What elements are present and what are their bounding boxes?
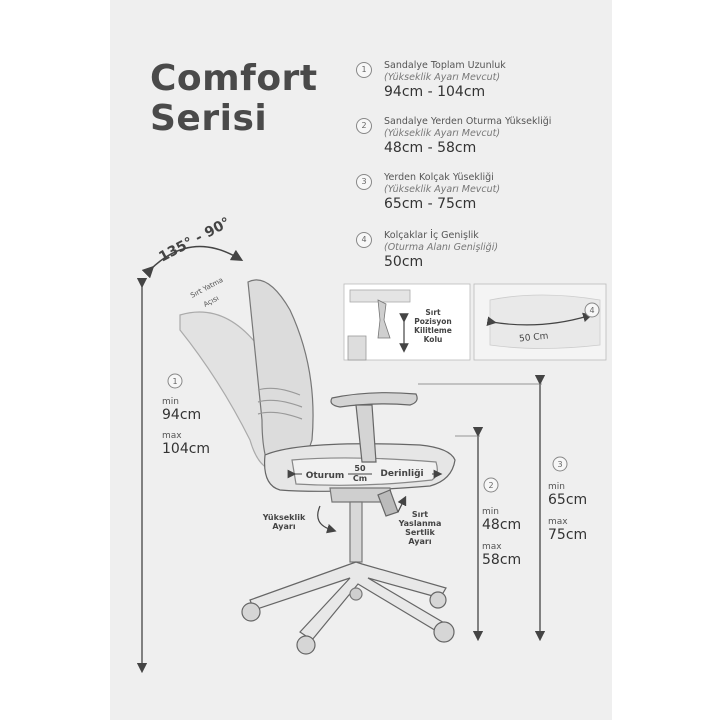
seat-label-oturum: Oturum	[306, 471, 345, 481]
number-circle	[167, 373, 183, 389]
dim-3-min-label: min	[548, 482, 565, 492]
dim-2-min-label: min	[482, 507, 499, 517]
dim-2-max: 58cm	[482, 552, 521, 568]
spec-value: 50cm	[384, 254, 424, 270]
svg-text:Kilitleme: Kilitleme	[414, 326, 452, 335]
height-adjust-label-2: Ayarı	[272, 522, 295, 531]
spec-value: 65cm - 75cm	[384, 196, 477, 212]
number-circle	[483, 477, 499, 493]
dim-1-num: 1	[172, 377, 177, 386]
spec-value: 94cm - 104cm	[384, 84, 486, 100]
dim-2-num: 2	[488, 481, 493, 490]
tension-label-2: Yaslanma	[398, 519, 442, 528]
dim-3-max: 75cm	[548, 527, 587, 543]
number-circle: 4	[356, 232, 372, 248]
svg-text:4: 4	[589, 306, 594, 315]
number-circle: 1	[356, 62, 372, 78]
recline-label-1: Sırt Yatma	[189, 276, 224, 300]
recline-label-2: Açısı	[202, 294, 220, 309]
spec-value: 48cm - 58cm	[384, 140, 477, 156]
height-adjust-label-1: Yükseklik	[262, 513, 306, 522]
spec-label: Kolçaklar İç Genişlik	[384, 230, 479, 241]
spec-label: Yerden Kolçak Yüsekliği	[384, 172, 494, 183]
number-circle	[552, 456, 568, 472]
seat-label-derinligi: Derinliği	[380, 469, 423, 479]
spec-sub: (Oturma Alanı Genişliği)	[384, 242, 499, 253]
title-line-2: Serisi	[150, 98, 268, 139]
spec-sub: (Yükseklik Ayarı Mevcut)	[384, 128, 501, 139]
dim-1-max: 104cm	[162, 441, 210, 457]
dim-1-max-label: max	[162, 431, 182, 441]
seat-width-detail: 50 Cm 4	[473, 283, 607, 361]
dim-2-min: 48cm	[482, 517, 521, 533]
title-line-1: Comfort	[150, 58, 318, 99]
svg-text:Kolu: Kolu	[424, 335, 443, 344]
spec-label: Sandalye Yerden Oturma Yüksekliği	[384, 116, 552, 127]
dim-1-min: 94cm	[162, 407, 201, 423]
dim-1-min-label: min	[162, 397, 179, 407]
seat-depth-unit: Cm	[353, 474, 367, 483]
recline-angle: 135° - 90°	[156, 215, 233, 266]
svg-text:Sırt: Sırt	[425, 308, 441, 317]
tension-label-3: Sertlik	[405, 528, 435, 537]
number-circle: 3	[356, 174, 372, 190]
dim-2-max-label: max	[482, 542, 502, 552]
number-circle: 2	[356, 118, 372, 134]
dim-3-max-label: max	[548, 517, 568, 527]
spec-label: Sandalye Toplam Uzunluk	[384, 60, 506, 71]
backrest-lock-detail: Sırt Pozisyon Kilitleme Kolu	[343, 283, 471, 361]
svg-text:Pozisyon: Pozisyon	[414, 317, 451, 326]
spec-sub: (Yükseklik Ayarı Mevcut)	[384, 184, 501, 195]
tension-label-4: Ayarı	[408, 537, 431, 546]
tension-label-1: Sırt	[412, 510, 428, 519]
recline-arc	[141, 245, 244, 279]
dim-3-num: 3	[557, 460, 562, 469]
dim-3-min: 65cm	[548, 492, 587, 508]
svg-text:50 Cm: 50 Cm	[519, 332, 549, 345]
spec-sub: (Yükseklik Ayarı Mevcut)	[384, 72, 501, 83]
seat-depth-value: 50	[354, 464, 366, 473]
